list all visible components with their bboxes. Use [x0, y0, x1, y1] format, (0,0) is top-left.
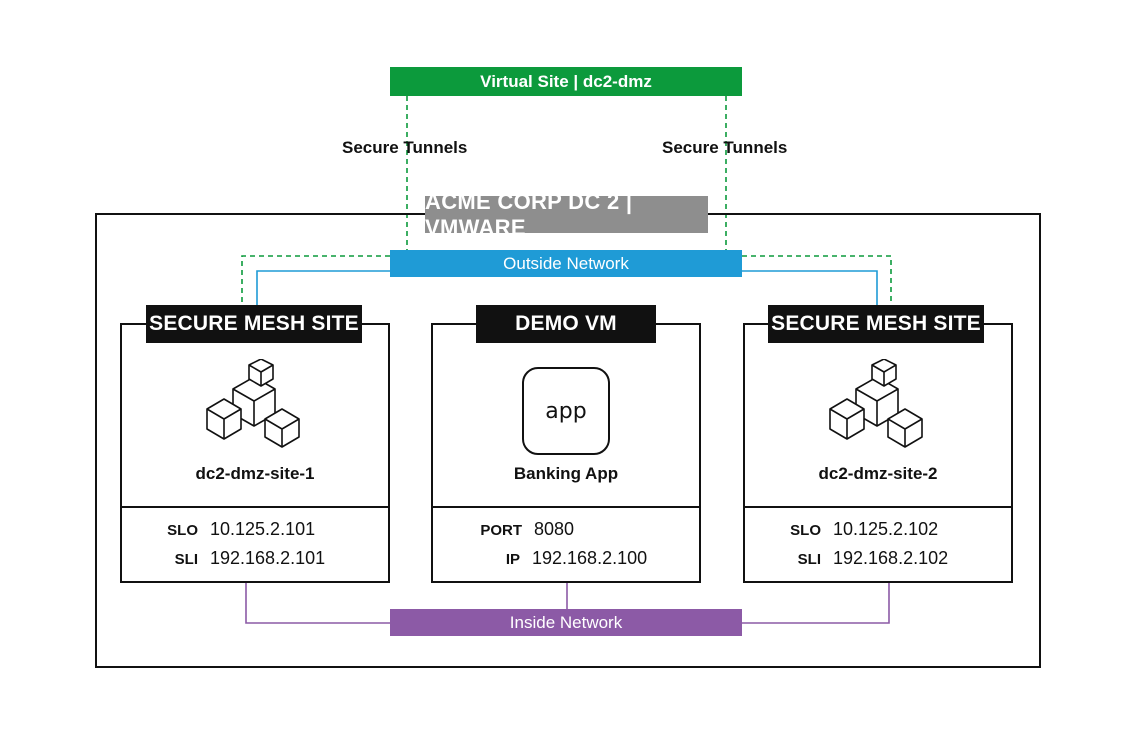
outside-network-label: Outside Network: [503, 253, 629, 273]
site-1-slo-row: SLO 10.125.2.101: [150, 519, 315, 540]
site-node-1: [120, 323, 390, 583]
demo-vm-tag-text: DEMO VM: [515, 312, 617, 335]
site-2-sli-key: SLI: [797, 551, 821, 568]
cubes-cluster-icon: [206, 359, 300, 448]
outside-link-right: [742, 270, 878, 305]
site-2-name: dc2-dmz-site-2: [818, 464, 938, 483]
site-1-slo-key: SLO: [167, 522, 198, 539]
site-2-sli-row: SLI 192.168.2.102: [773, 548, 948, 569]
site-2-tag: SECURE MESH SITE: [768, 305, 984, 343]
inside-network-label: Inside Network: [509, 612, 623, 632]
site-1-sli-value: 192.168.2.101: [210, 548, 326, 568]
demo-vm-ip-key: IP: [505, 551, 520, 568]
site-2-slo-value: 10.125.2.102: [833, 519, 939, 539]
demo-vm-ip-row: IP 192.168.2.100: [470, 548, 647, 569]
demo-vm-port-row: PORT 8080: [470, 519, 574, 540]
inside-link-right: [742, 583, 890, 624]
site-1-name: dc2-dmz-site-1: [195, 464, 315, 483]
app-tile-icon: app: [522, 367, 610, 455]
demo-vm-port-key: PORT: [480, 522, 522, 539]
site-1-sli-key: SLI: [174, 551, 198, 568]
virtual-site-label: Virtual Site | dc2-dmz: [480, 71, 652, 91]
demo-vm-name: Banking App: [513, 464, 619, 483]
inside-network-bar: Inside Network: [390, 609, 742, 636]
inside-link-left: [245, 583, 390, 624]
site-1-tag-text: SECURE MESH SITE: [149, 312, 359, 335]
site-2-sli-value: 192.168.2.102: [833, 548, 949, 568]
tunnel-line-left-drop: [241, 255, 390, 305]
site-2-tag-text: SECURE MESH SITE: [771, 312, 981, 335]
site-1-tag: SECURE MESH SITE: [146, 305, 362, 343]
site-1-slo-value: 10.125.2.101: [210, 519, 316, 539]
demo-vm-tag: DEMO VM: [476, 305, 656, 343]
site-2-divider: [745, 506, 1011, 508]
outside-link-left: [256, 270, 390, 305]
tunnel-label-left: Secure Tunnels: [342, 138, 468, 157]
outside-network-bar: Outside Network: [390, 250, 742, 277]
site-2-slo-row: SLO 10.125.2.102: [773, 519, 938, 540]
demo-vm-port-value: 8080: [534, 519, 575, 539]
demo-vm-ip-value: 192.168.2.100: [532, 548, 648, 568]
tunnel-line-right-drop: [742, 255, 892, 305]
site-1-sli-row: SLI 192.168.2.101: [150, 548, 325, 569]
virtual-site-bar: Virtual Site | dc2-dmz: [390, 67, 742, 96]
site-2-slo-key: SLO: [790, 522, 821, 539]
cubes-cluster-icon: [829, 359, 923, 448]
demo-vm-divider: [433, 506, 699, 508]
tunnel-label-right: Secure Tunnels: [662, 138, 788, 157]
app-icon-text: app: [545, 398, 587, 424]
datacenter-title-text: ACME CORP DC 2 | VMWARE: [425, 188, 633, 240]
site-1-divider: [122, 506, 388, 508]
datacenter-title: ACME CORP DC 2 | VMWARE: [425, 189, 708, 240]
